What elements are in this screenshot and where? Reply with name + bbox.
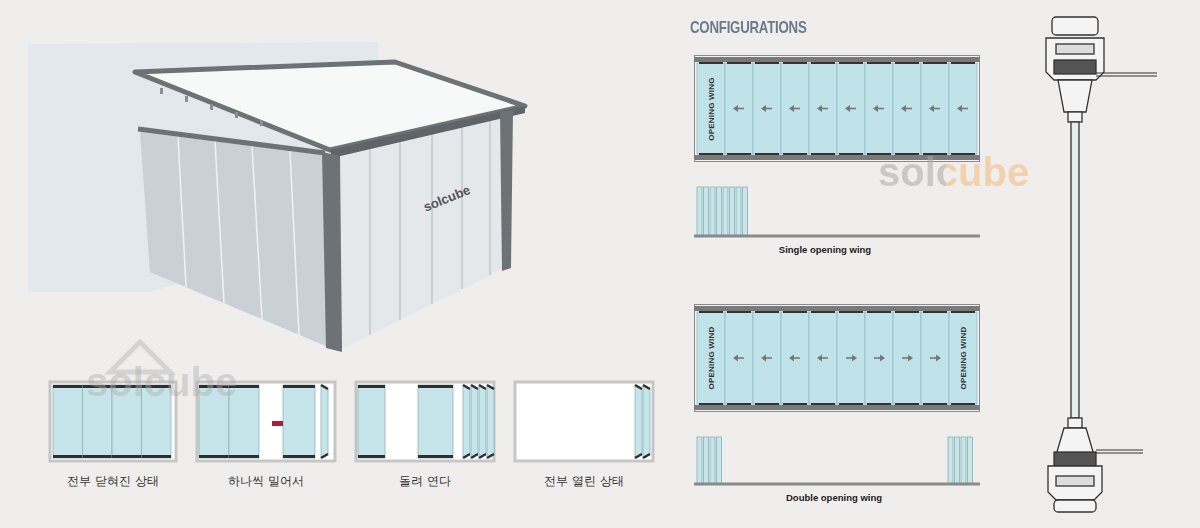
state-caption: 하나씩 밀어서 (228, 473, 304, 490)
stacked-wings: Single opening wing (694, 185, 984, 257)
stacked-wings: Double opening wing (694, 435, 984, 507)
opening-wing-label: OPENING WIND (707, 327, 716, 390)
opening-wing-label: OPENING WIND (959, 327, 968, 390)
state-caption: 전부 열린 상태 (544, 473, 624, 490)
state-caption: 전부 닫혀진 상태 (67, 473, 159, 490)
configuration-caption: Single opening wing (779, 244, 871, 255)
sliding-door-state (513, 380, 655, 464)
configuration-caption: Double opening wing (786, 492, 882, 503)
section-title: CONFIGURATIONS (690, 18, 807, 38)
watermark: solcube (86, 360, 237, 405)
state-panel: 돌려 연다 (354, 380, 496, 492)
state-caption: 돌려 연다 (399, 473, 451, 490)
watermark: solcube (878, 150, 1029, 195)
configuration-plan: OPENING WIND OPENING WIND (694, 304, 980, 412)
stacked-panels (694, 435, 984, 486)
sliding-door-state (354, 380, 496, 464)
state-panel: 전부 열린 상태 (513, 380, 655, 492)
configuration-plan: OPENING WING (694, 55, 980, 162)
panel-plan (694, 55, 980, 162)
opening-wing-label: OPENING WING (707, 77, 716, 140)
panel-plan (694, 304, 980, 412)
